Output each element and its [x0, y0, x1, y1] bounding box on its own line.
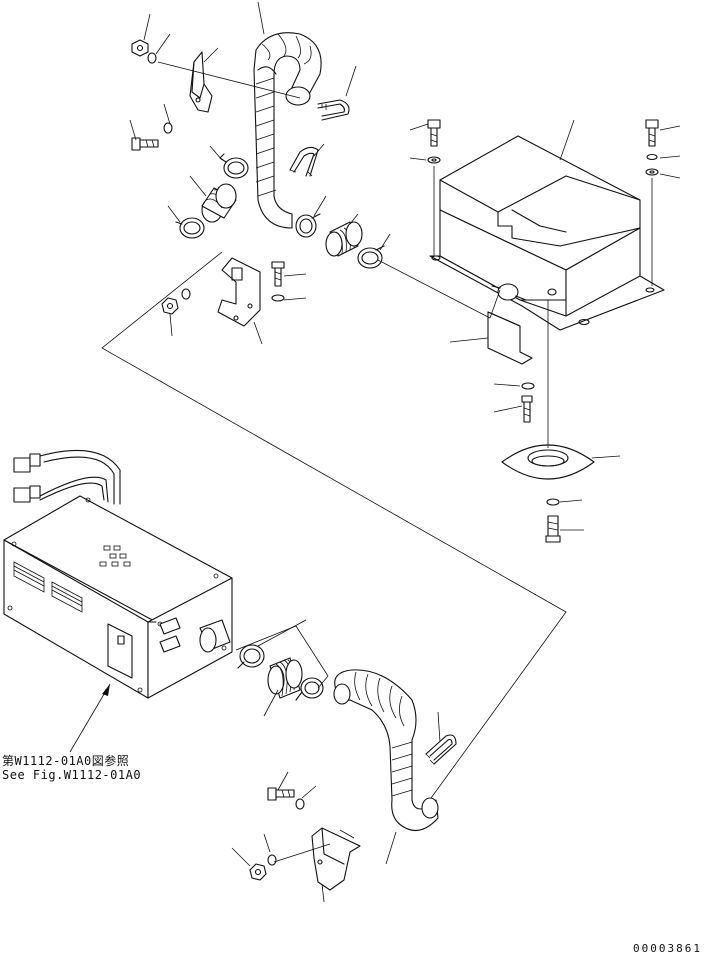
washer-bracket-upper	[271, 294, 307, 302]
bolt-mid	[129, 119, 159, 151]
lower-elbow-hose	[333, 669, 439, 865]
corrugated-joint-upper-right	[325, 213, 363, 257]
u-bolt-upper-2	[289, 143, 325, 177]
reference-note-english: See Fig.W1112-01A0	[2, 768, 142, 782]
washer-mid	[163, 103, 173, 134]
bolt-left-box	[409, 119, 441, 256]
grommet-plate	[501, 300, 621, 480]
reference-note-japanese: 第W1112-01A0図参照	[2, 754, 130, 768]
pipe-stub-lower	[199, 619, 231, 653]
assembly-line-to-spout	[489, 289, 501, 319]
upper-elbow-hose	[253, 1, 322, 229]
bolt-lower	[267, 771, 295, 801]
nut-bracket-upper	[161, 297, 179, 337]
bracket-upper	[217, 257, 263, 345]
main-assembly-line	[101, 251, 567, 817]
corrugated-joint-upper-left	[189, 175, 237, 223]
washer-lower-2	[263, 833, 277, 866]
nut-top	[131, 13, 151, 57]
hose-clamp-left	[167, 205, 205, 239]
bracket-lower	[311, 827, 361, 903]
washer-bracket-upper-2	[181, 288, 191, 300]
hose-clamp-mid	[209, 145, 249, 179]
box-assembly	[429, 119, 665, 331]
washer-lower-1	[295, 785, 317, 810]
cover-plate	[449, 311, 533, 365]
bracket-top	[157, 47, 301, 113]
u-bolt-lower	[425, 711, 457, 765]
drawing-number: 00003861	[633, 942, 702, 955]
hose-clamp-lower-2	[295, 677, 324, 701]
bolt-grommet	[545, 515, 584, 543]
bolt-bracket-upper	[271, 261, 307, 287]
heater-unit	[3, 449, 233, 753]
hose-clamp-lower-1	[237, 619, 307, 669]
washer-cover	[493, 382, 535, 390]
u-bolt-upper-1	[317, 65, 357, 121]
hose-clamp-upper-right-2	[357, 233, 391, 269]
assembly-line-to-box	[377, 259, 491, 319]
assembly-line-lower-bracket	[273, 843, 331, 863]
washer-top	[147, 33, 171, 64]
bolt-right-box	[645, 119, 681, 286]
clamp-group-bracket-line	[235, 625, 329, 689]
washer-grommet	[546, 498, 583, 506]
corrugated-joint-lower	[263, 657, 303, 717]
bolt-cover	[493, 395, 533, 423]
nut-lower	[231, 847, 267, 881]
hose-clamp-upper-right-1	[295, 195, 327, 238]
